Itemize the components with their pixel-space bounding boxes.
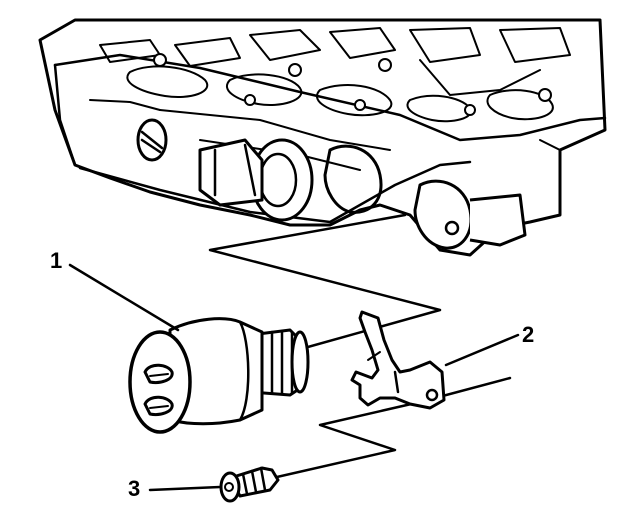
- valve-body: [38, 18, 607, 257]
- plug-fitting: [136, 118, 168, 162]
- callout-label-1: 1: [50, 248, 62, 273]
- leader-1: [68, 263, 180, 332]
- callout-label-2: 2: [522, 322, 534, 347]
- solenoid-body: [128, 317, 310, 434]
- retaining-bolt: [219, 466, 280, 503]
- leader-3: [148, 485, 222, 492]
- solenoid-socket: [198, 138, 314, 222]
- callout-labels: 1 2 3: [50, 248, 534, 501]
- callout-label-3: 3: [128, 476, 140, 501]
- leader-2: [444, 333, 520, 367]
- callout-leaders: [68, 263, 520, 492]
- retainer-bracket: [350, 310, 446, 410]
- valve-body-holes: [153, 53, 552, 116]
